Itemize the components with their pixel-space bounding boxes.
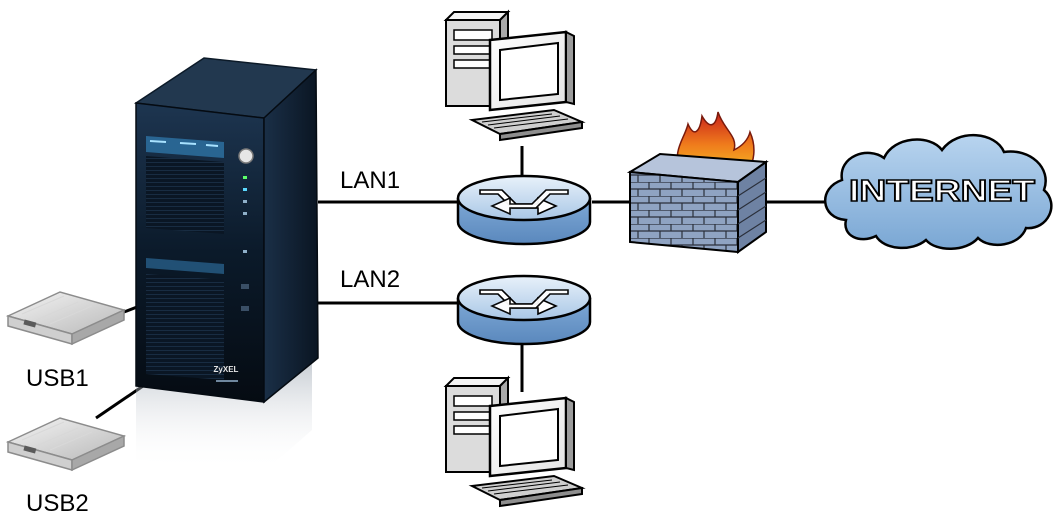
cloud-icon: INTERNET: [824, 134, 1053, 250]
desktop-computer-icon: [444, 10, 584, 142]
usb-drive-icon: [7, 291, 125, 345]
router-1: [456, 174, 592, 246]
computer-top: [444, 10, 584, 142]
desktop-computer-icon: [444, 376, 584, 508]
usb-drive-1: [7, 291, 125, 345]
router-2: [456, 274, 592, 346]
computer-bottom: [444, 376, 584, 508]
internet-label: INTERNET: [849, 173, 1035, 208]
usb1-label: USB1: [26, 365, 89, 392]
usb-drive-2: [7, 417, 125, 471]
usb-drive-icon: [7, 417, 125, 471]
nas-server-icon: ZyXEL: [133, 57, 319, 470]
router-icon: [456, 274, 592, 346]
lan2-label: LAN2: [340, 266, 400, 293]
usb2-label: USB2: [26, 490, 89, 517]
lan1-label: LAN1: [340, 167, 400, 194]
nas-brand-label: ZyXEL: [214, 365, 239, 374]
firewall-icon: [626, 111, 769, 254]
router-icon: [456, 174, 592, 246]
